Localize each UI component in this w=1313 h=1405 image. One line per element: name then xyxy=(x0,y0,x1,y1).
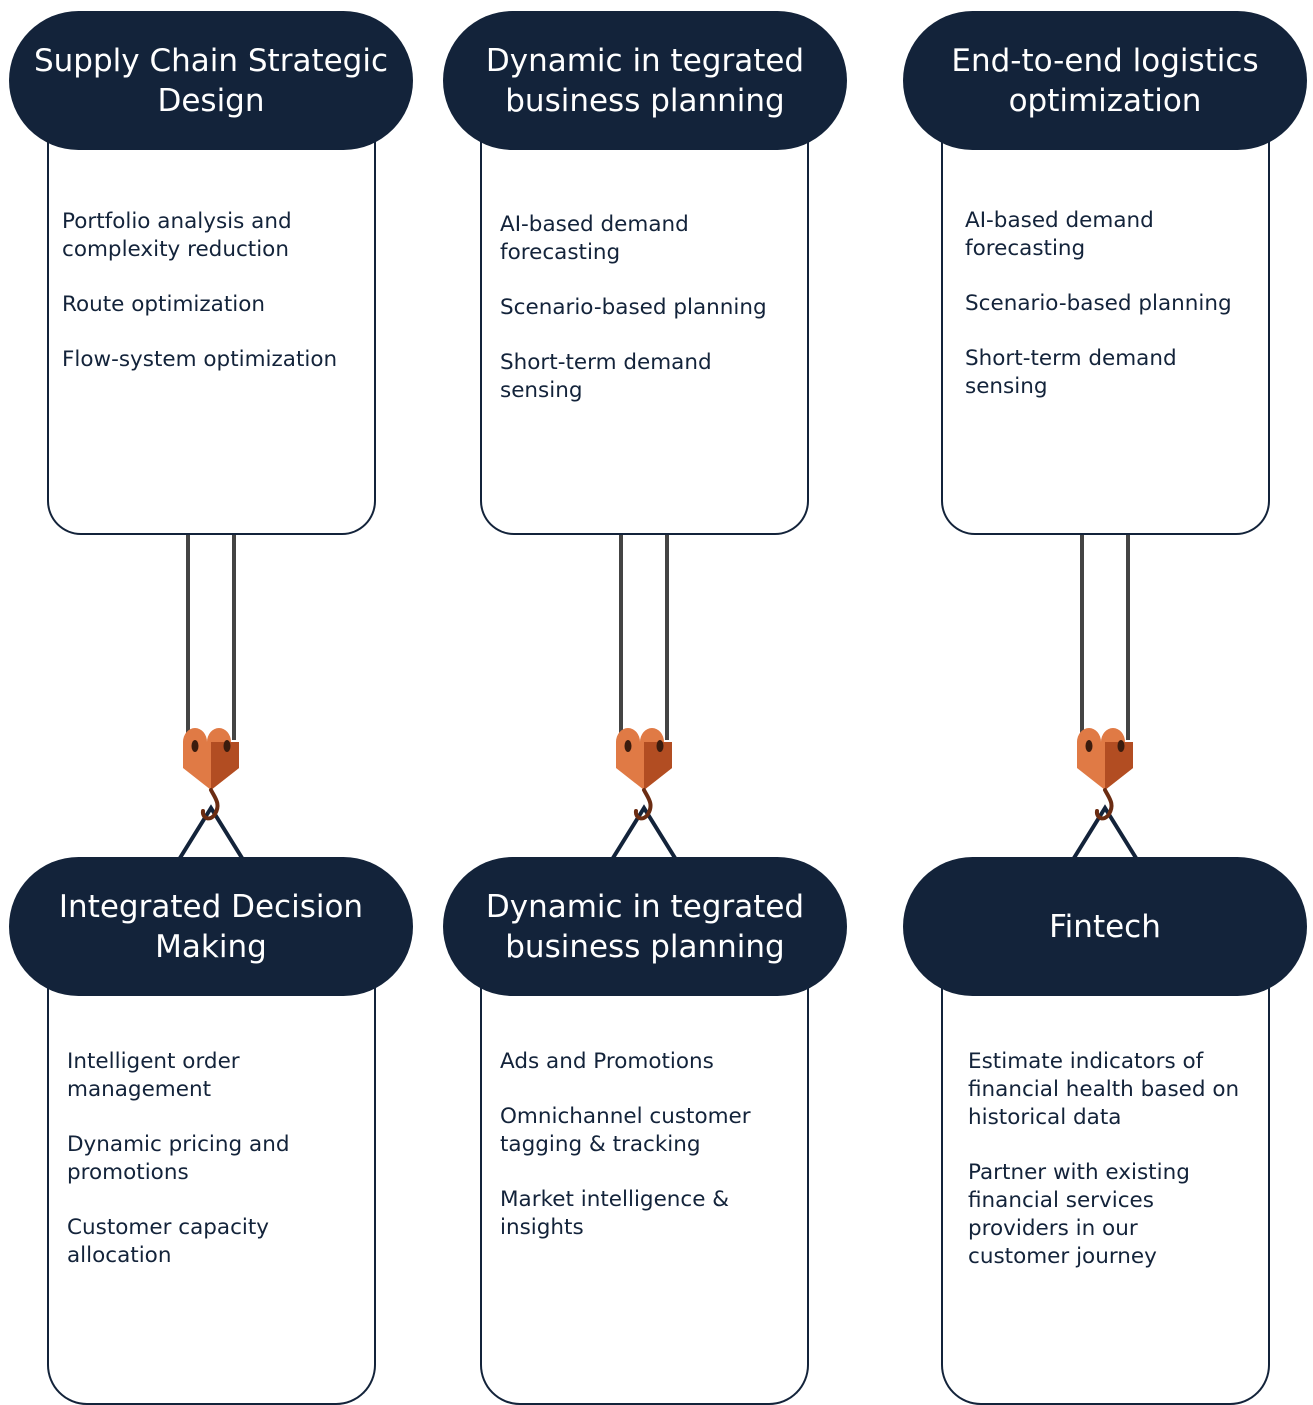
list-item: Ads and Promotions xyxy=(500,1049,714,1074)
list-item: AI-based demand forecasting xyxy=(965,208,1154,261)
bottom-card-list-1: Intelligent order management Dynamic pri… xyxy=(67,1048,372,1297)
list-item: Scenario-based planning xyxy=(500,295,767,320)
list-item: Intelligent order management xyxy=(67,1049,240,1102)
list-item: Scenario-based planning xyxy=(965,291,1232,316)
bottom-card-title-2: Dynamic in tegrated business planning xyxy=(443,857,847,996)
top-card-body-1: Portfolio analysis and complexity reduct… xyxy=(47,140,376,535)
top-card-title-1: Supply Chain Strategic Design xyxy=(9,11,413,150)
list-item: AI-based demand forecasting xyxy=(500,212,689,265)
list-item: Estimate indicators of financial health … xyxy=(968,1049,1240,1130)
list-item: Omnichannel customer tagging & tracking xyxy=(500,1104,751,1157)
bottom-card-list-3: Estimate indicators of financial health … xyxy=(968,1048,1268,1298)
top-card-list-1: Portfolio analysis and complexity reduct… xyxy=(62,208,372,401)
crane-hook-icon xyxy=(1067,535,1143,868)
top-card-title-3: End-to-end logistics optimization xyxy=(903,11,1307,150)
bottom-card-body-1: Intelligent order management Dynamic pri… xyxy=(47,985,376,1405)
list-item: Route optimization xyxy=(62,292,266,317)
top-card-body-3: AI-based demand forecasting Scenario-bas… xyxy=(941,140,1270,535)
top-card-title-2: Dynamic in tegrated business planning xyxy=(443,11,847,150)
list-item: Dynamic pricing and promotions xyxy=(67,1132,290,1185)
top-card-list-3: AI-based demand forecasting Scenario-bas… xyxy=(965,207,1270,428)
list-item: Short-term demand sensing xyxy=(965,346,1177,399)
list-item: Partner with existing financial services… xyxy=(968,1160,1190,1269)
list-item: Portfolio analysis and complexity reduct… xyxy=(62,209,292,262)
bottom-card-body-2: Ads and Promotions Omnichannel customer … xyxy=(480,985,809,1405)
bottom-card-title-3: Fintech xyxy=(903,857,1307,996)
crane-hook-icon xyxy=(173,535,249,868)
top-card-body-2: AI-based demand forecasting Scenario-bas… xyxy=(480,140,809,535)
list-item: Market intelligence & insights xyxy=(500,1187,730,1240)
bottom-card-body-3: Estimate indicators of financial health … xyxy=(941,985,1270,1405)
list-item: Customer capacity allocation xyxy=(67,1215,270,1268)
list-item: Short-term demand sensing xyxy=(500,350,712,403)
bottom-card-list-2: Ads and Promotions Omnichannel customer … xyxy=(500,1048,810,1269)
crane-hooks-layer xyxy=(173,535,1143,868)
list-item: Flow-system optimization xyxy=(62,347,338,372)
crane-hook-icon xyxy=(606,535,682,868)
top-card-list-2: AI-based demand forecasting Scenario-bas… xyxy=(500,211,810,432)
bottom-card-title-1: Integrated Decision Making xyxy=(9,857,413,996)
